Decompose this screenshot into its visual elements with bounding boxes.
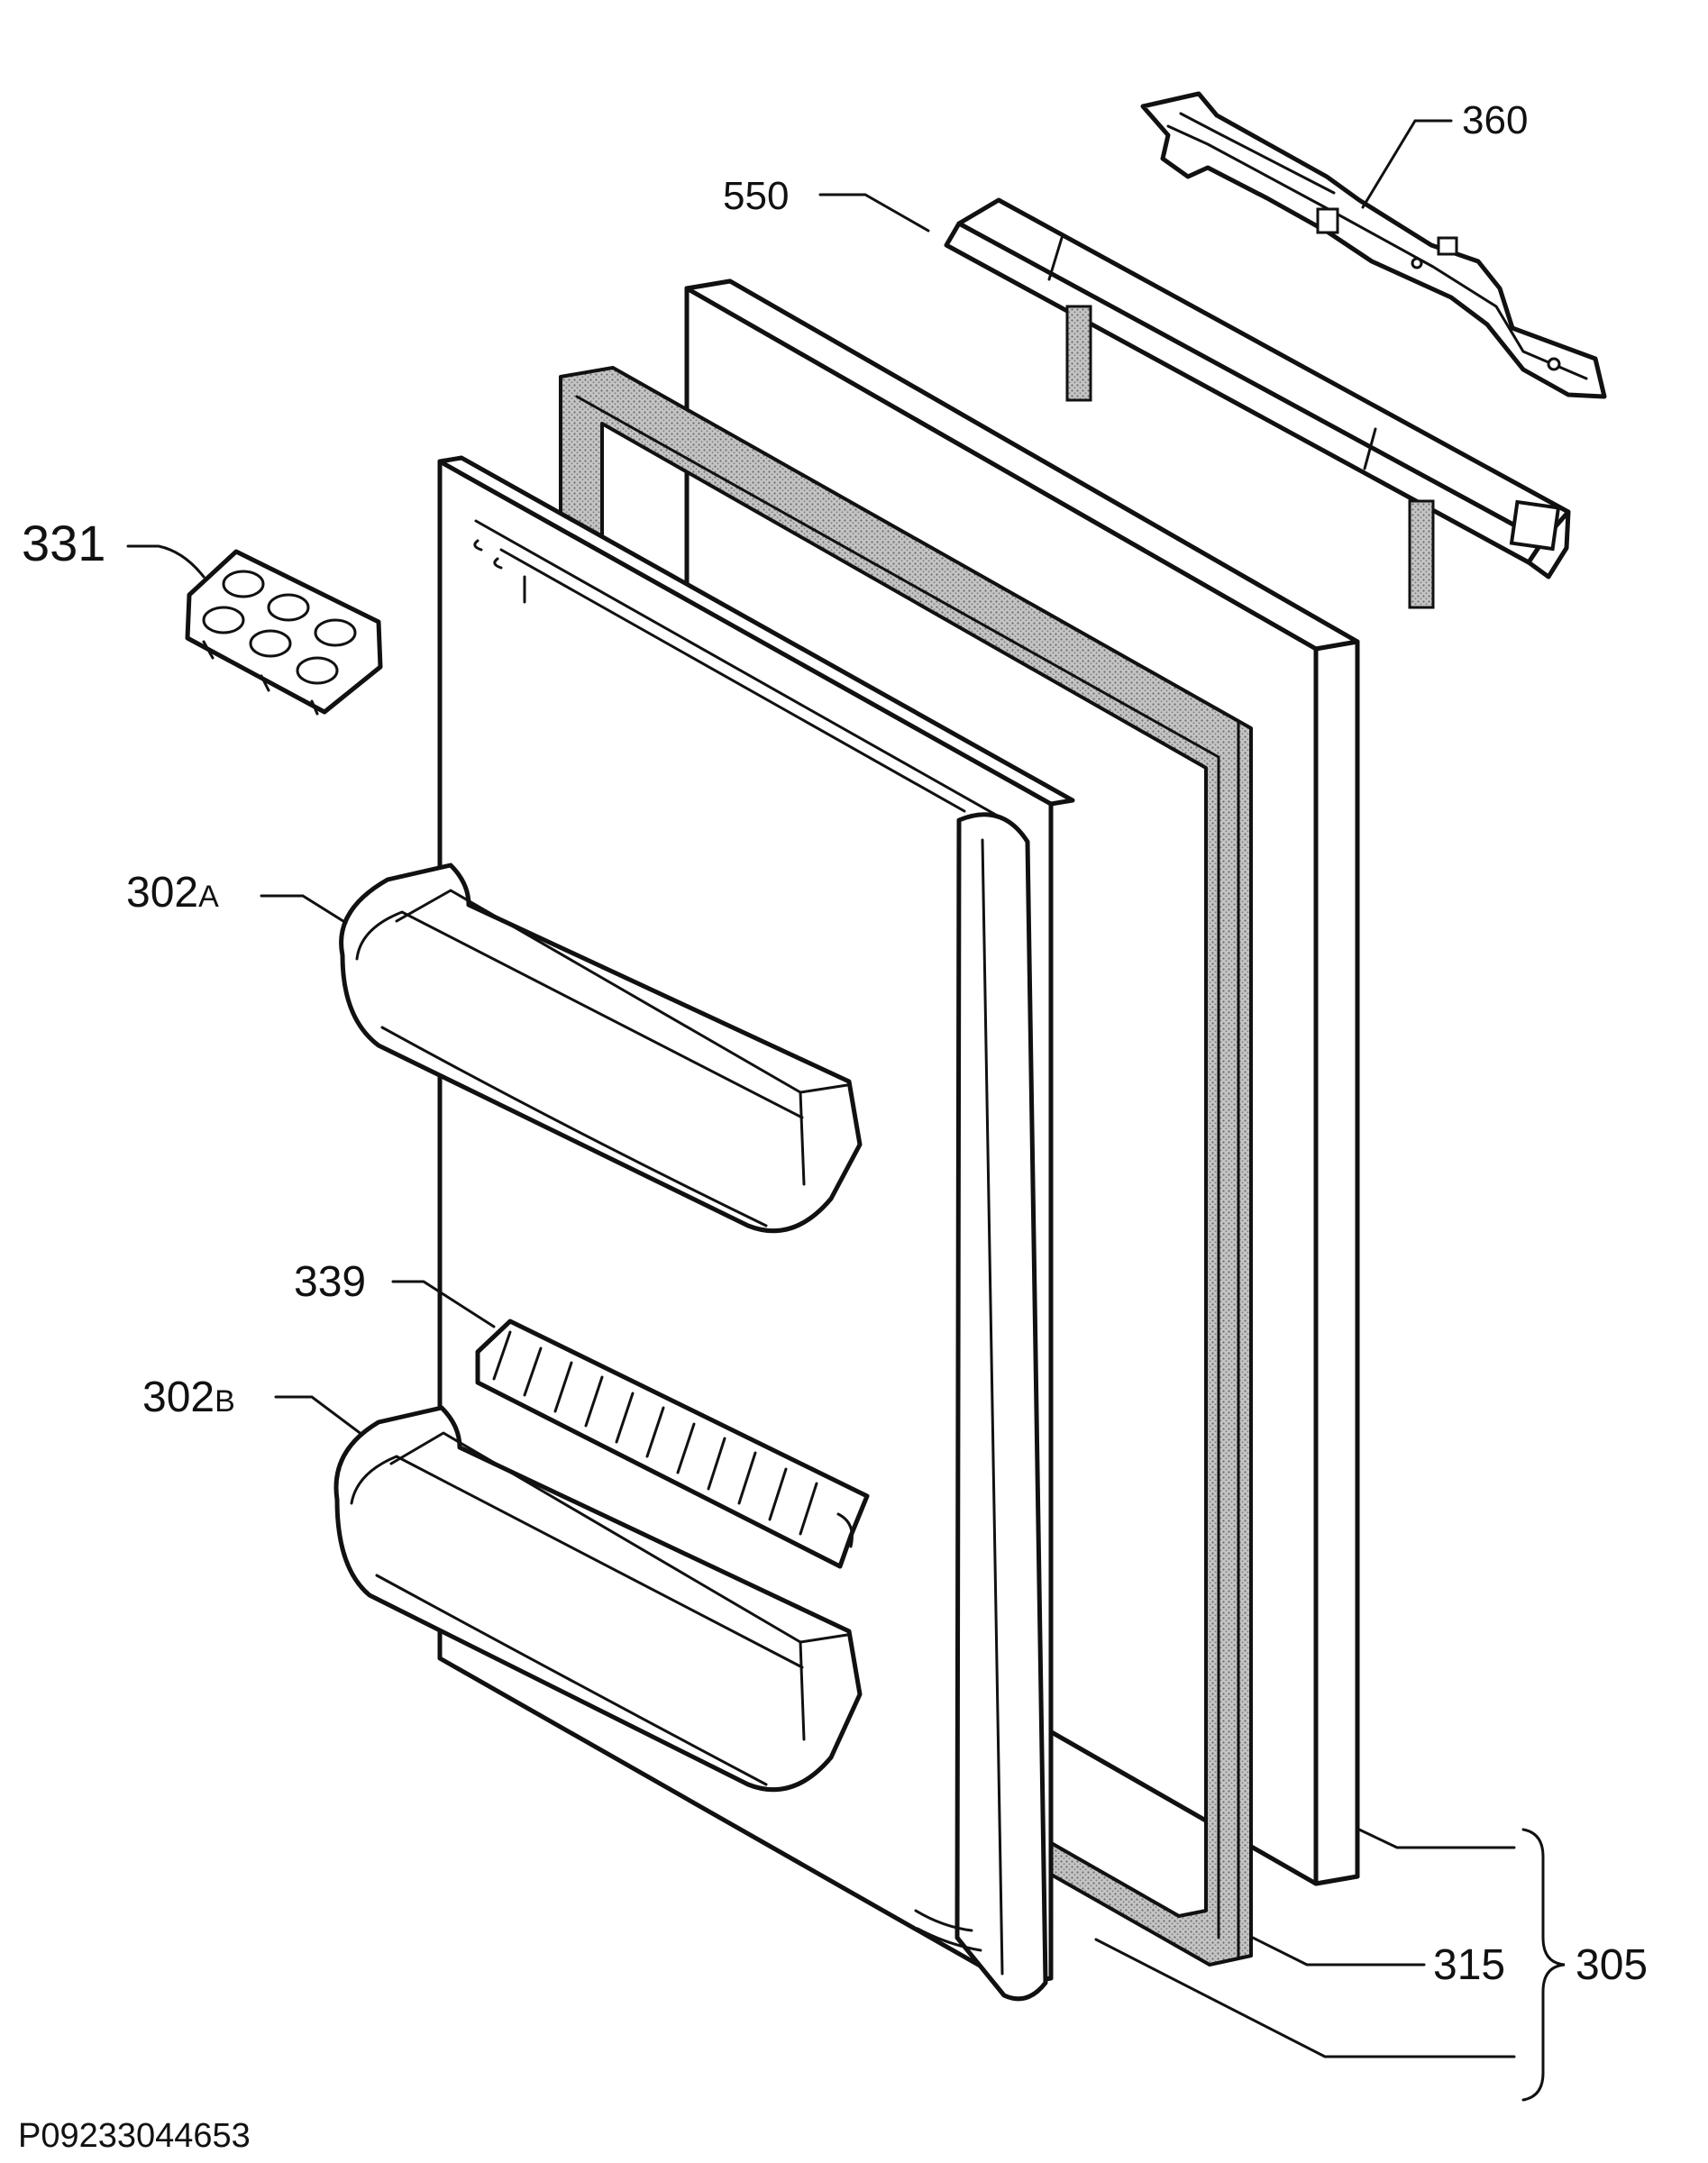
callout-302a-number: 302 <box>126 869 198 917</box>
leader-lines <box>126 119 1566 2102</box>
callout-302b: 302B <box>142 1374 235 1421</box>
bracket-305 <box>1521 1828 1566 2102</box>
callout-360: 360 <box>1462 98 1528 142</box>
egg-tray-part <box>185 549 383 716</box>
shelf-fence-part <box>475 1319 870 1569</box>
door-shelf-lower-part <box>333 1405 863 1793</box>
callout-302b-number: 302 <box>142 1374 215 1421</box>
leader-315 <box>1251 1936 1426 1967</box>
callout-labels: 360 550 331 302A 339 302B 315 305 <box>22 98 1648 1989</box>
door-shelf-upper-part <box>339 862 863 1234</box>
leader-liner <box>1094 1938 1516 2058</box>
callout-331: 331 <box>22 515 105 571</box>
callout-302b-suffix: B <box>215 1384 235 1419</box>
leader-panel <box>1357 1828 1516 1849</box>
leader-302b <box>274 1395 364 1437</box>
drawing-code: P09233044653 <box>18 2117 251 2155</box>
callout-339: 339 <box>294 1258 366 1306</box>
callout-305: 305 <box>1576 1941 1648 1989</box>
leader-550 <box>818 193 930 233</box>
leader-302a <box>260 894 348 925</box>
callout-302a: 302A <box>126 869 219 917</box>
leader-360 <box>1361 119 1453 209</box>
callout-315: 315 <box>1433 1941 1505 1989</box>
leader-331 <box>126 544 206 579</box>
fence-ribs <box>492 1330 818 1536</box>
top-trim-part <box>944 197 1571 609</box>
callout-302a-suffix: A <box>198 880 219 914</box>
hinge-bracket-part <box>1140 91 1607 399</box>
leader-339 <box>391 1280 496 1328</box>
callout-550: 550 <box>723 174 789 218</box>
